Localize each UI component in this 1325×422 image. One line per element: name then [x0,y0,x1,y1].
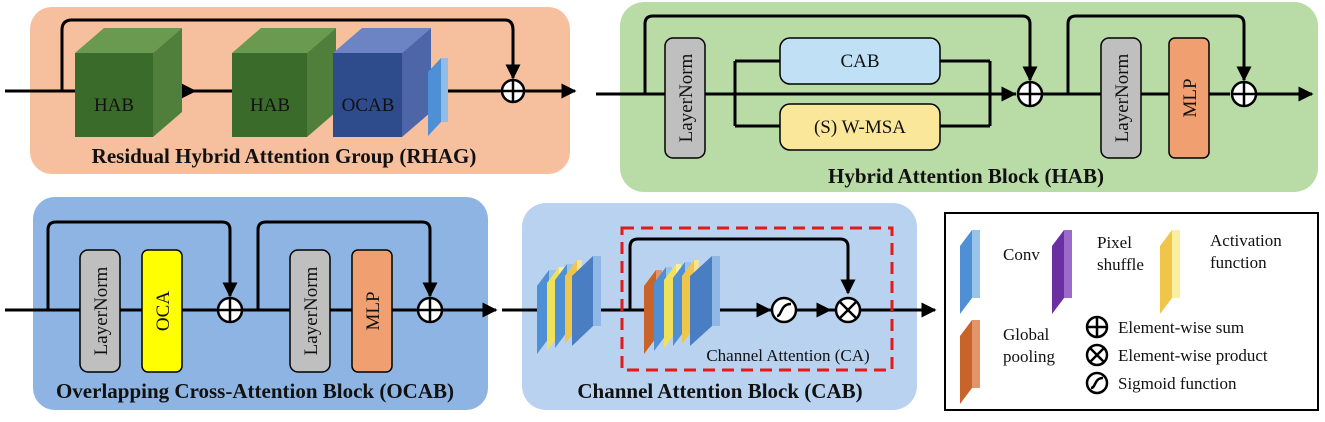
hab-skip-arrow-2 [1066,14,1252,94]
hab-block-1-label: HAB [94,95,134,116]
hab-skip-arrow-1 [643,14,1038,94]
ocab-panel: LayerNorm OCA LayerNorm MLP Overlapping … [5,197,498,410]
ocab-oca-label: OCA [153,291,174,331]
hab-sum-icon-2 [1230,80,1258,108]
hab-caption: Hybrid Attention Block (HAB) [828,164,1104,188]
hab-panel: LayerNorm CAB (S) W-MSA LayerNorm MLP Hy… [596,2,1318,192]
hab-layernorm-2 [1100,37,1142,159]
legend-pixel-shuffle-label-2: shuffle [1097,255,1144,274]
cab-caption: Channel Attention Block (CAB) [577,379,862,403]
ocab-layernorm-1 [79,249,121,373]
ca-label: Channel Attention (CA) [706,346,869,365]
legend-conv-icon [960,230,980,314]
ocab-mlp-box [351,249,393,373]
hab-layernorm-1-label: LayerNorm [676,53,697,142]
hab-layernorm-1 [664,37,706,159]
hab-cab-box [779,37,941,85]
legend: Conv Pixel shuffle Activation function G… [944,212,1319,411]
ocab-sum-icon-2 [416,296,444,324]
cab-conv-stack-1 [537,256,601,354]
legend-activation-label-1: Activation [1210,231,1282,250]
legend-sum-label: Element-wise sum [1118,318,1244,337]
ocab-mlp-label: MLP [363,291,384,330]
hab-block-2: HAB [232,28,336,137]
legend-activation-label-2: function [1210,253,1267,272]
ocab-skip-arrow-1 [46,220,238,310]
legend-activation-icon [1160,230,1180,314]
ocab-layernorm-2 [289,249,331,373]
rhag-conv-slab [428,58,448,136]
ocab-layernorm-2-label: LayerNorm [301,266,322,355]
hab-block-2-label: HAB [250,95,290,116]
cab-skip-arrow [628,237,856,310]
rhag-panel: HAB HAB OCAB Residual Hybrid Attention G… [5,7,577,174]
ocab-oca-box [141,249,183,373]
ca-dashed-box [620,226,894,372]
rhag-caption: Residual Hybrid Attention Group (RHAG) [92,144,477,168]
hab-layernorm-2-label: LayerNorm [1112,53,1133,142]
hab-block-1: HAB [75,28,182,137]
legend-pixel-shuffle-label-1: Pixel [1097,233,1132,252]
ocab-block-label: OCAB [342,95,395,116]
cab-ca-stack [644,256,720,354]
legend-global-pooling-label-2: pooling [1003,347,1055,366]
cab-product-icon [834,296,862,324]
cab-panel: Channel Attention (CA) Channel Attention [502,203,937,410]
rhag-sum-icon [500,78,526,104]
ocab-sum-icon-1 [216,296,244,324]
legend-sigmoid-icon [1085,371,1109,395]
hab-sum-icon-1 [1016,80,1044,108]
hab-wmsa-label: (S) W-MSA [814,117,906,138]
legend-product-label: Element-wise product [1118,346,1268,365]
legend-box [944,212,1319,411]
hab-wmsa-box [779,103,941,151]
ocab-block: OCAB [333,28,431,137]
legend-product-icon [1085,343,1109,367]
ocab-caption: Overlapping Cross-Attention Block (OCAB) [56,379,454,403]
legend-sum-icon [1085,315,1109,339]
hab-cab-label: CAB [840,51,879,72]
legend-global-pooling-icon [960,320,980,404]
hab-mlp-label: MLP [1180,78,1201,117]
rhag-skip-arrow [60,18,521,91]
legend-conv-label: Conv [1003,245,1040,264]
legend-global-pooling-label-1: Global [1003,325,1050,344]
ocab-skip-arrow-2 [256,220,438,310]
legend-sigmoid-label: Sigmoid function [1118,374,1237,393]
hab-mlp-box [1168,37,1210,159]
legend-pixel-shuffle-icon [1052,230,1072,314]
cab-sigmoid-icon [770,296,798,324]
ocab-layernorm-1-label: LayerNorm [91,266,112,355]
